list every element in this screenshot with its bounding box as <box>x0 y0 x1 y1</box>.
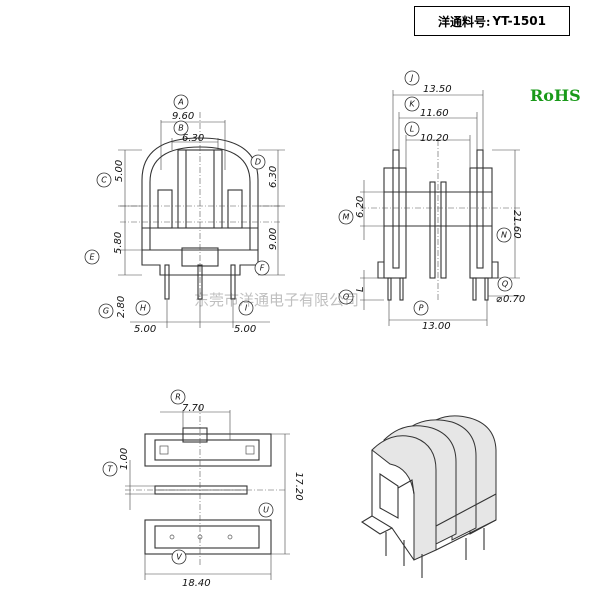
dim-b-id: B <box>178 124 184 133</box>
dim-e-value: 5.80 <box>113 232 124 254</box>
dim-o-value: L <box>355 286 366 292</box>
dim-k-value: 11.60 <box>420 108 449 119</box>
dim-d-id: D <box>255 158 261 167</box>
dim-g-value: 2.80 <box>116 296 127 318</box>
dim-p-value: 13.00 <box>422 321 451 332</box>
dim-v-value: 18.40 <box>182 578 211 589</box>
front-view <box>118 112 285 328</box>
side-view <box>360 90 520 326</box>
dim-v-id: V <box>176 553 182 562</box>
dim-n-value: 21.60 <box>511 210 522 239</box>
dim-m-id: M <box>343 213 350 222</box>
top-view <box>125 405 290 580</box>
dim-p-id: P <box>419 304 424 313</box>
front-dim-b: B 6.30 <box>173 120 204 144</box>
dim-t-value: 1.00 <box>119 448 130 470</box>
side-dim-n: N 21.60 <box>496 210 522 243</box>
top-dim-v: V 18.40 <box>171 549 211 589</box>
front-dim-e: E 5.80 <box>84 232 124 265</box>
dim-t-id: T <box>108 465 114 474</box>
dim-h-value: 5.00 <box>134 324 156 335</box>
front-dim-a: A 9.60 <box>172 94 194 122</box>
front-dim-g: G 2.80 <box>98 296 127 319</box>
dim-r-value: 7.70 <box>182 403 204 414</box>
top-dim-r: R 7.70 <box>170 389 204 414</box>
dim-e-id: E <box>89 253 95 262</box>
front-dim-c: C 5.00 <box>96 160 125 188</box>
dim-i-value: 5.00 <box>234 324 256 335</box>
top-dim-t: T 1.00 <box>102 448 130 477</box>
top-dim-u: U 17.20 <box>258 472 304 518</box>
front-dim-f: F 9.00 <box>254 228 279 276</box>
part-number-label: 洋通料号: <box>438 14 491 29</box>
side-dim-l: L 10.20 <box>404 121 449 144</box>
dim-f-value: 9.00 <box>268 228 279 250</box>
dim-c-value: 5.00 <box>114 160 125 182</box>
dim-q-id: Q <box>502 280 508 289</box>
side-dim-p: P 13.00 <box>413 300 451 332</box>
dim-n-id: N <box>501 231 507 240</box>
dim-l-id: L <box>410 125 414 134</box>
part-number-box: 洋通料号: YT-1501 <box>414 6 570 36</box>
dim-q-value: 0.70 <box>503 294 525 305</box>
dim-k-id: K <box>409 100 415 109</box>
watermark-text: 东莞市洋通电子有限公司 <box>194 291 359 309</box>
front-dim-i: I 5.00 <box>234 300 256 335</box>
dim-a-id: A <box>177 98 183 107</box>
dim-u-id: U <box>263 506 269 515</box>
dim-l-value: 10.20 <box>420 133 449 144</box>
rohs-badge: RoHS <box>530 86 581 105</box>
dim-r-id: R <box>175 393 181 402</box>
front-dim-d: D 6.30 <box>250 154 279 188</box>
dim-i-id: I <box>245 304 248 313</box>
dim-g-id: G <box>103 307 109 316</box>
side-dim-j: J 13.50 <box>404 70 452 95</box>
dim-a-value: 9.60 <box>172 111 194 122</box>
side-dim-k: K 11.60 <box>404 96 449 119</box>
dim-j-id: J <box>409 74 414 83</box>
dim-b-value: 6.30 <box>182 133 204 144</box>
dim-d-value: 6.30 <box>268 166 279 188</box>
part-number-value: YT-1501 <box>492 14 546 28</box>
dim-f-id: F <box>260 264 265 273</box>
dim-c-id: C <box>101 176 107 185</box>
side-dim-o: O L <box>338 286 366 305</box>
front-dim-h: H 5.00 <box>134 300 156 335</box>
isometric-view <box>360 415 497 578</box>
dim-m-value: 6.20 <box>355 196 366 218</box>
side-dim-q: Q ⌀ 0.70 <box>496 276 525 305</box>
dim-o-id: O <box>343 293 349 302</box>
dim-h-id: H <box>140 304 146 313</box>
dim-j-value: 13.50 <box>423 84 452 95</box>
dim-u-value: 17.20 <box>293 472 304 501</box>
dim-q-value-symbol: ⌀ <box>496 294 503 305</box>
side-dim-m: M 6.20 <box>338 196 366 225</box>
